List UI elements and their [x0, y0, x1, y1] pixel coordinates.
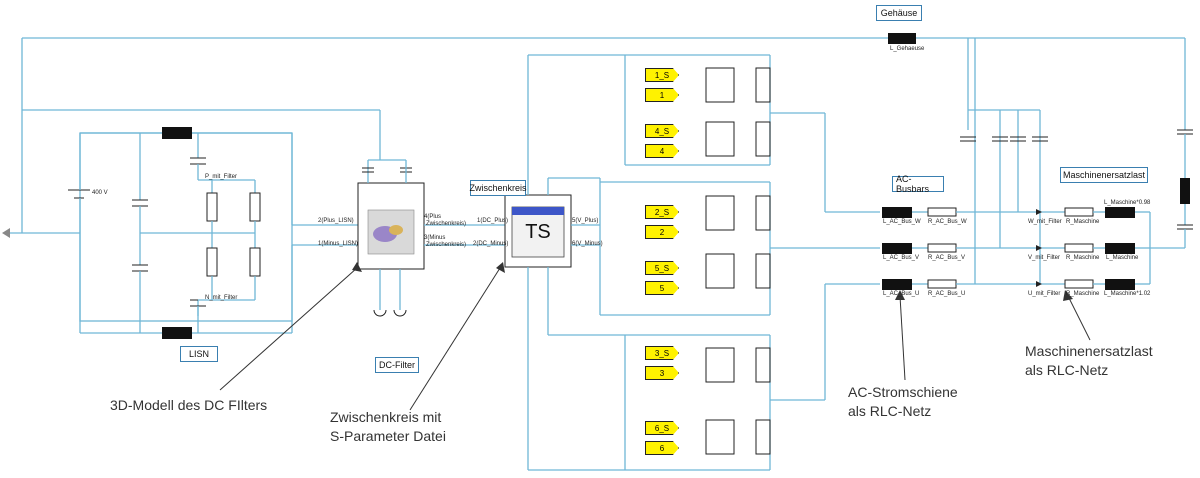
label-r-ac-bus-w: R_AC_Bus_W — [928, 219, 967, 225]
port-plus-lisn: 2(Plus_LISN) — [318, 218, 354, 224]
dc-filter-block[interactable] — [357, 182, 425, 270]
annotation-zk-line2: S-Parameter Datei — [330, 428, 446, 444]
gehaeuse-box[interactable]: Gehäuse — [876, 5, 922, 21]
dc-filter-box[interactable]: DC-Filter — [375, 357, 419, 373]
gate-signal-tag-3-top[interactable]: 2_S — [645, 205, 679, 219]
lisn-inductor-bottom — [162, 327, 192, 339]
gate-signal-tag-3-bottom[interactable]: 2 — [645, 225, 679, 239]
lisn-box[interactable]: LISN — [180, 346, 218, 362]
annotation-maschinenersatzlast: Maschinenersatzlast als RLC-Netz — [1025, 342, 1153, 380]
label-400v: 400 V — [92, 190, 108, 196]
label-l-gehaeuse: L_Gehaeuse — [890, 46, 925, 52]
label-w-filter: W_mit_Filter — [1028, 219, 1062, 225]
label-l-maschine-3: L_Maschine*1.02 — [1104, 291, 1151, 297]
port-minus-zk2: Zwischenkreis) — [426, 242, 467, 248]
label-v-filter: V_mit_Filter — [1028, 255, 1061, 261]
gate-signal-tag-5-bottom[interactable]: 3 — [645, 366, 679, 380]
port-dc-plus: 1(DC_Plus) — [477, 218, 509, 224]
gate-signal-tag-5-top[interactable]: 3_S — [645, 346, 679, 360]
label-l-maschine-2: L_Maschine — [1106, 255, 1139, 261]
label-l-maschine-1: L_Maschine*0.98 — [1104, 200, 1151, 206]
label-l-ac-bus-u: L_AC_Bus_U — [883, 291, 920, 297]
annotation-ac-stromschiene: AC-Stromschiene als RLC-Netz — [848, 383, 958, 421]
label-u-filter: U_mit_Filter — [1028, 291, 1061, 297]
label-r-ac-bus-u: R_AC_Bus_U — [928, 291, 966, 297]
port-minus-lisn: 1(Minus_LISN) — [318, 241, 359, 247]
port-u-minus: 6(V_Minus) — [572, 241, 603, 247]
label-r-maschine-1: R_Maschine — [1066, 219, 1100, 225]
label-l-ac-bus-w: L_AC_Bus_W — [883, 219, 921, 225]
gate-signal-tag-4-bottom[interactable]: 5 — [645, 281, 679, 295]
gate-signal-tag-1-bottom[interactable]: 1 — [645, 88, 679, 102]
gate-signal-tag-6-bottom[interactable]: 6 — [645, 441, 679, 455]
zwischenkreis-block[interactable] — [504, 194, 572, 268]
ground-arrow-icon — [2, 228, 10, 238]
gate-signal-tag-2-bottom[interactable]: 4 — [645, 144, 679, 158]
label-p-filter: P_mit_Filter — [205, 174, 238, 180]
ts-label: TS — [525, 221, 551, 243]
gate-signal-tag-2-top[interactable]: 4_S — [645, 124, 679, 138]
zwischenkreis-box[interactable]: Zwischenkreis — [470, 180, 527, 196]
annotation-zwischenkreis: Zwischenkreis mit S-Parameter Datei — [330, 408, 446, 446]
label-l-ac-bus-v: L_AC_Bus_V — [883, 255, 920, 261]
label-n-filter: N_mit_Filter — [205, 295, 238, 301]
annotation-dc-filter-3d: 3D-Modell des DC FIlters — [110, 397, 268, 413]
label-r-maschine-2: R_Maschine — [1066, 255, 1100, 261]
label-r-ac-bus-v: R_AC_Bus_V — [928, 255, 966, 261]
port-plus-zk: 4(Plus — [424, 214, 442, 220]
gate-signal-tag-4-top[interactable]: 5_S — [645, 261, 679, 275]
maschinenersatzlast-box[interactable]: Maschinenersatzlast — [1060, 167, 1148, 183]
annotation-ac-line1: AC-Stromschiene — [848, 384, 958, 400]
lisn-inductor-top — [162, 127, 192, 139]
annotation-ac-line2: als RLC-Netz — [848, 403, 932, 419]
gate-signal-tag-1-top[interactable]: 1_S — [645, 68, 679, 82]
annotation-m-line2: als RLC-Netz — [1025, 362, 1109, 378]
gate-signal-tag-6-top[interactable]: 6_S — [645, 421, 679, 435]
port-minus-zk: 3(Minus — [424, 235, 446, 241]
annotation-m-line1: Maschinenersatzlast — [1025, 343, 1153, 359]
port-u-plus: 5(V_Plus) — [572, 218, 599, 224]
ac-busbars-box[interactable]: AC-Busbars — [892, 174, 944, 194]
label-r-maschine-3: R_Maschine — [1066, 291, 1100, 297]
port-dc-minus: 2(DC_Minus) — [473, 241, 509, 247]
annotation-zk-line1: Zwischenkreis mit — [330, 409, 442, 425]
port-plus-zk2: Zwischenkreis) — [426, 221, 467, 227]
